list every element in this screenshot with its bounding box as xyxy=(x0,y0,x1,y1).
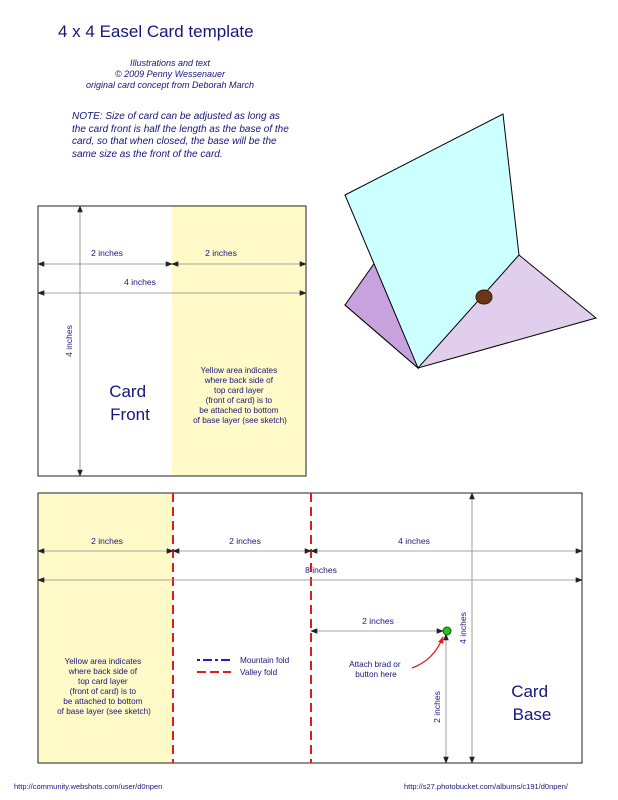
card-front-outline xyxy=(37,205,307,477)
card-front-label-line-2: Front xyxy=(110,405,150,424)
card-front-template: 2 inches 2 inches 4 inches 4 inches Card… xyxy=(37,205,307,477)
dim-label-front-total: 4 inches xyxy=(124,277,156,287)
card-base-yellow-note-line: Yellow area indicates xyxy=(65,657,142,666)
card-base-yellow-note-line: top card layer xyxy=(78,677,128,686)
credit-line: Illustrations and text xyxy=(129,58,211,68)
brad-instruction-line-2: button here xyxy=(355,670,397,679)
card-front-yellow-note: Yellow area indicates where back side of… xyxy=(193,366,287,425)
card-base-template: 2 inches 2 inches 4 inches 8 inches 4 in… xyxy=(37,492,583,764)
size-note: NOTE: Size of card can be adjusted as lo… xyxy=(72,111,289,160)
dim-label-front-height: 4 inches xyxy=(64,325,74,357)
card-front-yellow-area xyxy=(172,206,306,476)
card-base-label-line-1: Card xyxy=(511,682,548,701)
dim-label-base-height: 4 inches xyxy=(458,612,468,644)
card-base-label-line-2: Base xyxy=(513,705,552,724)
mountain-fold-label: Mountain fold xyxy=(240,656,290,665)
concept-credit-line: original card concept from Deborah March xyxy=(85,80,255,90)
card-base-yellow-area xyxy=(38,493,172,763)
brad-instruction-line-1: Attach brad or xyxy=(349,660,401,669)
card-front-yellow-note-line: where back side of xyxy=(204,376,274,385)
card-base-yellow-note: Yellow area indicates where back side of… xyxy=(57,657,151,716)
dim-label-base-yellow: 2 inches xyxy=(91,536,123,546)
dim-label-brad-horizontal: 2 inches xyxy=(362,616,394,626)
brad-instruction: Attach brad or button here xyxy=(349,660,403,679)
card-base-yellow-note-line: (front of card) is to xyxy=(70,687,137,696)
card-front-yellow-note-line: be attached to bottom xyxy=(199,406,278,415)
brad-pointer-arrow xyxy=(411,636,444,669)
card-base-yellow-note-line: where back side of xyxy=(68,667,138,676)
card-base-label: Card Base xyxy=(511,682,553,724)
card-front-yellow-note-line: top card layer xyxy=(214,386,264,395)
fold-legend: Mountain fold Valley fold xyxy=(197,656,290,677)
card-front-label-line-1: Card xyxy=(109,382,146,401)
easel-card-sketch xyxy=(343,113,598,370)
dim-label-base-total: 8 inches xyxy=(305,565,337,575)
dim-label-front-left: 2 inches xyxy=(91,248,123,258)
card-front-yellow-note-line: of base layer (see sketch) xyxy=(193,416,287,425)
sketch-brad xyxy=(475,289,493,305)
easel-card-diagram: 2 inches 2 inches 4 inches 4 inches Card… xyxy=(37,113,598,764)
dim-label-front-right: 2 inches xyxy=(205,248,237,258)
card-front-label: Card Front xyxy=(109,382,151,424)
dim-label-base-right: 4 inches xyxy=(398,536,430,546)
card-front-yellow-note-line: (front of card) is to xyxy=(206,396,273,405)
copyright-line: © 2009 Penny Wessenauer xyxy=(114,69,226,79)
footer-link-right[interactable]: http://s27.photobucket.com/albums/c191/d… xyxy=(404,782,568,791)
page-title: 4 x 4 Easel Card template xyxy=(58,22,254,41)
card-base-yellow-note-line: of base layer (see sketch) xyxy=(57,707,151,716)
valley-fold-label: Valley fold xyxy=(240,668,278,677)
dim-label-brad-vertical: 2 inches xyxy=(432,691,442,723)
brad-position-marker xyxy=(442,626,452,636)
sketch-card-front-face xyxy=(344,113,520,369)
card-base-yellow-note-line: be attached to bottom xyxy=(63,697,142,706)
card-front-yellow-note-line: Yellow area indicates xyxy=(201,366,278,375)
footer-link-left[interactable]: http://community.webshots.com/user/d0npe… xyxy=(14,782,163,791)
credits: Illustrations and text © 2009 Penny Wess… xyxy=(60,58,280,91)
dim-label-base-middle: 2 inches xyxy=(229,536,261,546)
